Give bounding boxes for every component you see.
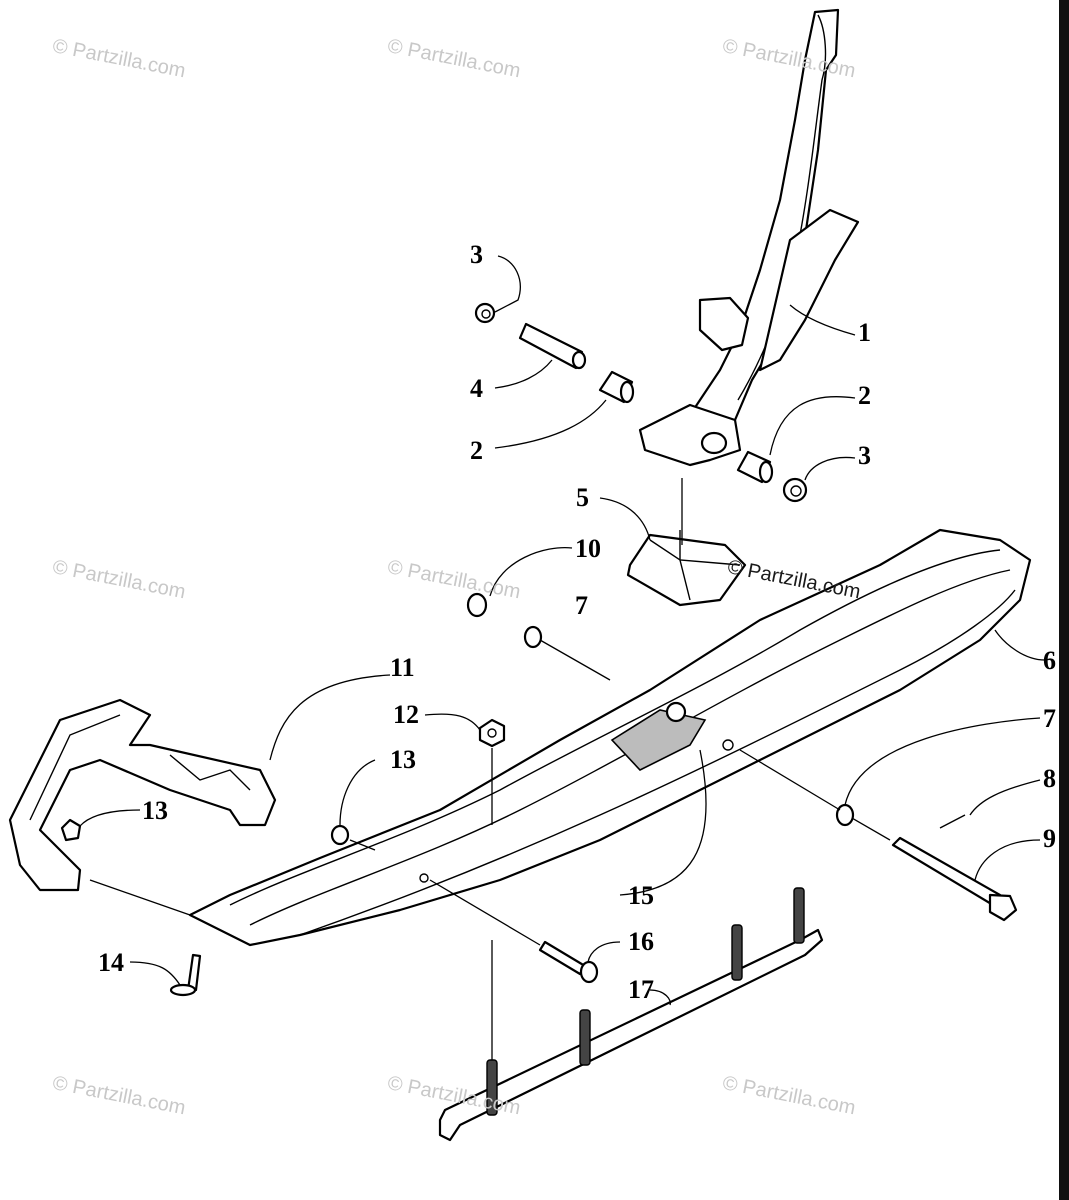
callout-16: 16 [628,927,654,956]
screw-16 [538,940,599,984]
nut-12 [478,718,506,748]
callout-13-left: 13 [142,796,168,825]
callout-2-right: 2 [858,381,871,410]
handle-11 [8,698,277,892]
callout-7-left: 7 [575,591,588,620]
washer-7-right [835,803,855,827]
callout-7-right: 7 [1043,704,1056,733]
ski-6 [188,528,1032,947]
screw-14 [169,953,202,997]
callout-8: 8 [1043,764,1056,793]
callout-1: 1 [858,318,871,347]
spindle-part [638,8,860,467]
callout-13-right: 13 [390,745,416,774]
washer-7-left [523,625,543,649]
pin-8 [939,814,966,829]
callout-9: 9 [1043,824,1056,853]
nut-10 [466,592,488,618]
callout-4: 4 [470,374,483,403]
callout-17: 17 [628,975,654,1004]
bolt-9 [891,836,1018,922]
callout-2-left: 2 [470,436,483,465]
callout-3-lower: 3 [858,441,871,470]
callout-10: 10 [575,534,601,563]
callout-15: 15 [628,881,654,910]
nut-13-right [330,824,350,846]
callout-14: 14 [98,948,124,977]
runner-17 [438,887,824,1142]
callout-6: 6 [1043,646,1056,675]
callout-5: 5 [576,483,589,512]
nut-13-left [60,818,82,842]
callout-3-upper: 3 [470,240,483,269]
washer-3-lower [782,477,808,503]
callout-11: 11 [390,653,415,682]
right-edge-bar [1059,0,1069,1200]
block-5 [626,533,747,607]
callout-12: 12 [393,700,419,729]
leader-lines [79,255,1046,1060]
washer-3-upper [474,302,496,324]
